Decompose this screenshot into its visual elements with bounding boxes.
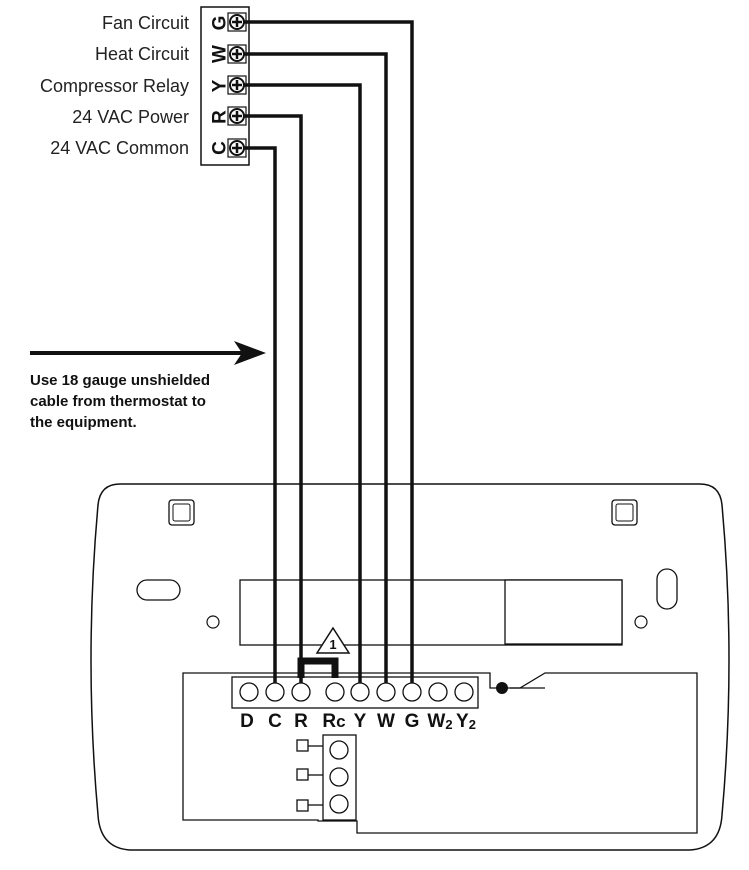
label-24vac-common: 24 VAC Common <box>50 138 189 158</box>
mounting-slot-vertical <box>656 568 678 610</box>
wires <box>244 20 414 683</box>
mounting-hole <box>206 615 220 629</box>
wire-y <box>244 83 362 683</box>
screw-terminal-icon <box>227 138 247 158</box>
terminal-label-g: G <box>405 711 420 732</box>
cable-note: Use 18 gauge unshielded cable from therm… <box>30 370 270 433</box>
equip-letter-r: R <box>210 110 231 124</box>
label-heat-circuit: Heat Circuit <box>95 44 189 64</box>
terminal-label-w: W <box>377 711 395 732</box>
terminal-area-outline <box>182 672 698 834</box>
equip-letter-y: Y <box>210 79 231 92</box>
terminal-label-r: R <box>294 711 308 732</box>
cable-note-line3: the equipment. <box>30 414 137 431</box>
terminal-screws <box>239 682 474 702</box>
warning-triangle-icon: 1 <box>315 626 351 654</box>
terminal-label-y2: Y2 <box>456 711 476 732</box>
arrow-right-icon <box>30 341 266 365</box>
label-compressor-relay: Compressor Relay <box>40 76 189 96</box>
terminal-labels: D C R Rc Y W G W2 Y2 <box>240 711 476 732</box>
terminal-label-y: Y <box>354 711 367 732</box>
wire-w <box>244 52 388 683</box>
terminal-screw-r <box>291 682 311 702</box>
label-fan-circuit: Fan Circuit <box>102 13 189 33</box>
terminal-screw-w <box>376 682 396 702</box>
screw-terminal-icon <box>227 106 247 126</box>
terminal-label-d: D <box>240 711 254 732</box>
screw-terminal-icon <box>227 75 247 95</box>
equipment-terminal-block: G W Y R C <box>200 6 250 166</box>
label-24vac-power: 24 VAC Power <box>72 107 189 127</box>
terminal-label-w2: W2 <box>427 711 452 732</box>
terminal-screw-g <box>402 682 422 702</box>
wire-g <box>244 20 414 683</box>
cable-note-line1: Use 18 gauge unshielded <box>30 372 211 389</box>
screw-terminal-icon <box>227 44 247 64</box>
terminal-label-c: C <box>268 711 282 732</box>
wire-opening-inner <box>504 579 623 645</box>
thermostat-wallplate: 1 D C R Rc Y W G W2 Y2 <box>90 483 730 851</box>
terminal-screw-d <box>239 682 259 702</box>
connector-block <box>296 734 357 821</box>
terminal-screw-y2 <box>454 682 474 702</box>
terminal-screw-y <box>350 682 370 702</box>
terminal-screw-rc <box>325 682 345 702</box>
screw-terminal-icon <box>227 12 247 32</box>
equip-letter-w: W <box>210 45 231 63</box>
mounting-clip-right <box>611 499 638 526</box>
equip-letter-c: C <box>210 141 231 155</box>
warning-number: 1 <box>329 637 336 652</box>
mounting-slot-horizontal <box>136 579 181 601</box>
mounting-hole <box>634 615 648 629</box>
terminal-screw-c <box>265 682 285 702</box>
wire-c <box>244 146 277 683</box>
equip-letter-g: G <box>210 16 231 31</box>
cable-note-line2: cable from thermostat to <box>30 393 206 410</box>
terminal-screw-w2 <box>428 682 448 702</box>
terminal-dot <box>496 682 508 694</box>
mounting-clip-left <box>168 499 195 526</box>
wire-r <box>244 114 303 683</box>
terminal-label-rc: Rc <box>322 711 345 732</box>
